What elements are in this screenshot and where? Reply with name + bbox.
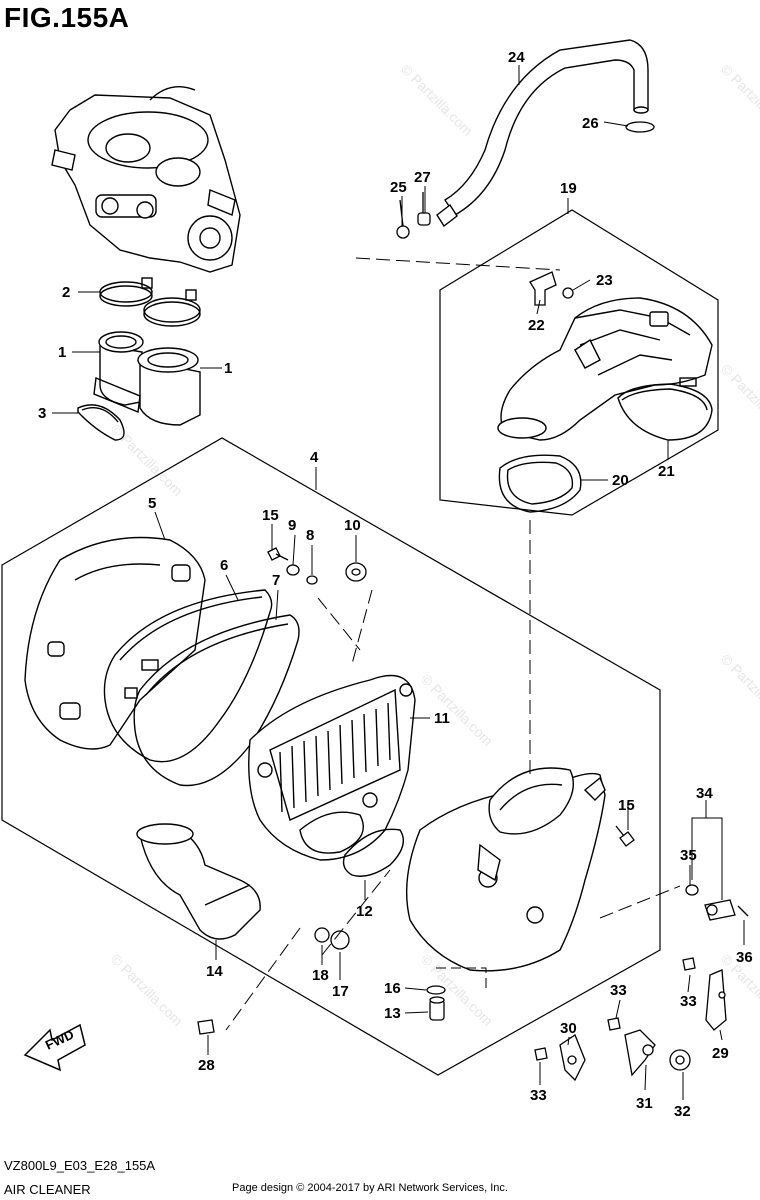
callout-11: 11 xyxy=(434,710,450,727)
callout-22: 22 xyxy=(528,317,545,334)
callout-1b: 1 xyxy=(224,360,232,377)
cleaner-cover-5 xyxy=(24,536,206,750)
svg-text:© Partzilla.com: © Partzilla.com xyxy=(418,671,496,749)
intake-joint-1 xyxy=(93,331,201,426)
callout-15b: 15 xyxy=(618,797,635,814)
svg-text:© Partzilla.com: © Partzilla.com xyxy=(718,361,760,439)
svg-text:© Partzilla.com: © Partzilla.com xyxy=(108,951,186,1029)
callout-29: 29 xyxy=(712,1045,729,1062)
callout-4: 4 xyxy=(310,449,319,466)
clamp-21 xyxy=(617,377,713,441)
callout-10: 10 xyxy=(344,517,361,534)
callout-21: 21 xyxy=(658,463,675,480)
breather-hose-24 xyxy=(436,39,649,228)
callout-16: 16 xyxy=(384,980,401,997)
assembly-box-4 xyxy=(1,437,661,1076)
callout-3: 3 xyxy=(38,405,46,422)
callout-1: 1 xyxy=(58,344,66,361)
callout-35: 35 xyxy=(680,847,697,864)
callout-6: 6 xyxy=(220,557,228,574)
callout-14: 14 xyxy=(206,963,223,980)
callout-36: 36 xyxy=(736,949,753,966)
copyright-notice: Page design © 2004-2017 by ARI Network S… xyxy=(232,1182,508,1194)
callout-33: 33 xyxy=(610,982,627,999)
svg-text:© Partzilla.com: © Partzilla.com xyxy=(718,651,760,729)
callout-15: 15 xyxy=(262,507,279,524)
callout-30: 30 xyxy=(560,1020,577,1037)
hose-fittings-25-26-27 xyxy=(396,121,655,239)
seal-3 xyxy=(77,404,125,441)
callout-33c: 33 xyxy=(530,1087,547,1104)
callout-19: 19 xyxy=(560,180,577,197)
callout-31: 31 xyxy=(636,1095,653,1112)
callout-13: 13 xyxy=(384,1005,401,1022)
callout-17: 17 xyxy=(332,983,349,1000)
callout-33b: 33 xyxy=(680,993,697,1010)
callout-23: 23 xyxy=(596,272,613,289)
callout-25: 25 xyxy=(390,179,407,196)
seal-20 xyxy=(498,454,582,513)
outlet-duct-19 xyxy=(497,297,713,441)
clamp-2 xyxy=(99,277,201,327)
figure-title: FIG.155A xyxy=(4,2,130,33)
callout-32: 32 xyxy=(674,1103,691,1120)
fitting-22-23 xyxy=(529,271,574,306)
callout-34: 34 xyxy=(696,785,713,802)
callout-7: 7 xyxy=(272,572,280,589)
svg-text:© Partzilla.com: © Partzilla.com xyxy=(398,61,476,139)
callout-5: 5 xyxy=(148,495,156,512)
callout-numbers: 2 1 1 3 4 5 6 7 8 9 10 11 12 13 14 15 15… xyxy=(38,49,753,1120)
filter-element-7 xyxy=(124,614,300,787)
svg-text:© Partzilla.com: © Partzilla.com xyxy=(108,421,186,499)
callout-12: 12 xyxy=(356,903,373,920)
intake-duct-14 xyxy=(136,823,261,940)
callout-2: 2 xyxy=(62,284,70,301)
throttle-body xyxy=(51,86,241,273)
callout-8: 8 xyxy=(306,527,314,544)
seal-12 xyxy=(342,828,404,877)
assembly-box-19 xyxy=(439,209,719,516)
brackets-29-33 xyxy=(197,957,727,1082)
filter-plate-11 xyxy=(248,674,416,861)
callout-18: 18 xyxy=(312,967,329,984)
figure-name: AIR CLEANER xyxy=(4,1182,91,1197)
forward-arrow-icon: FWD xyxy=(23,1023,86,1072)
svg-text:© Partzilla.com: © Partzilla.com xyxy=(718,61,760,139)
case-hardware xyxy=(314,825,635,1021)
callout-24: 24 xyxy=(508,49,525,66)
figure-code: VZ800L9_E03_E28_155A xyxy=(4,1158,156,1173)
callout-26: 26 xyxy=(582,115,599,132)
bolts-washers-8-9-10-15 xyxy=(267,547,367,585)
seal-6 xyxy=(103,589,273,763)
callout-27: 27 xyxy=(414,169,431,186)
air-cleaner-case xyxy=(406,767,606,972)
sensor-34-35-36 xyxy=(685,884,749,921)
callout-20: 20 xyxy=(612,472,629,489)
leader-lines xyxy=(52,65,745,1100)
callout-9: 9 xyxy=(288,517,296,534)
callout-28: 28 xyxy=(198,1057,215,1074)
